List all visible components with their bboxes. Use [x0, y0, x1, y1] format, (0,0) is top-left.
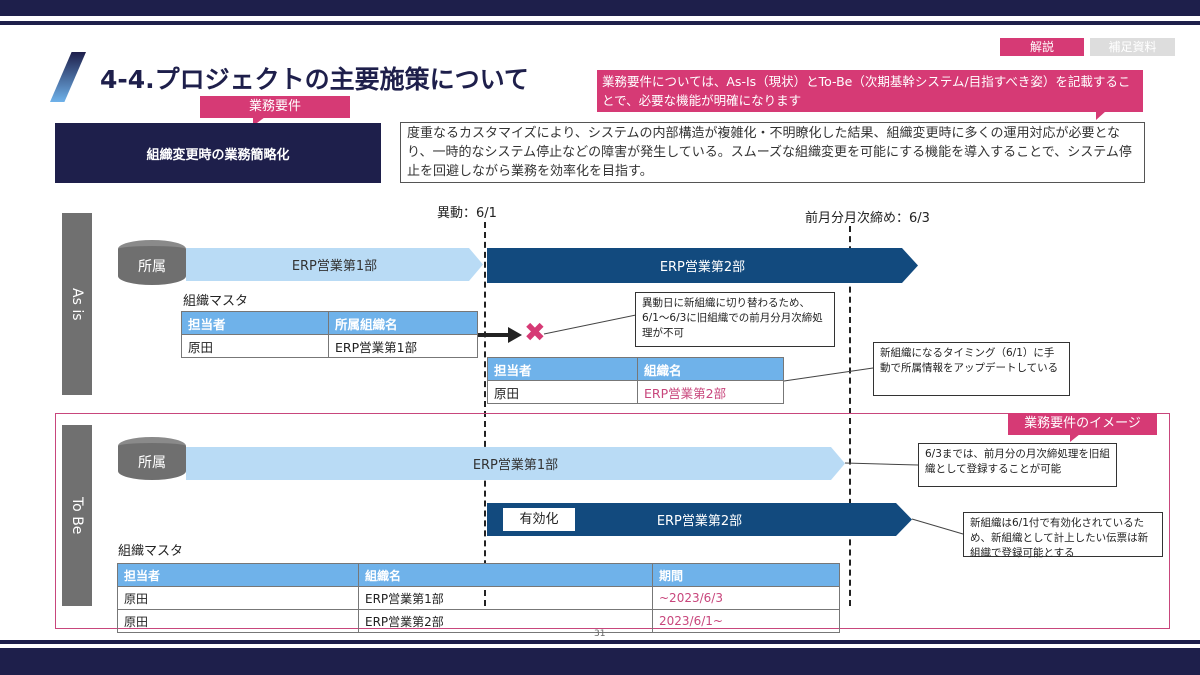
top-callout: 業務要件については、As-Is（現状）とTo-Be（次期基幹システム/目指すべき…	[597, 70, 1143, 112]
top-callout-pointer	[1096, 111, 1106, 120]
asis-arrow-dept2: ERP営業第2部	[487, 248, 918, 283]
bottom-bar	[0, 648, 1200, 675]
tobe-note-2: 新組織は6/1付で有効化されているため、新組織として計上したい伝票は新組織で登録…	[963, 512, 1163, 559]
tobe-master-label: 組織マスタ	[118, 544, 184, 559]
top-line	[0, 21, 1200, 25]
col-header: 担当者	[181, 311, 329, 335]
asis-note-2: 新組織になるタイミング（6/1）に手動で所属情報をアップデートしている	[873, 342, 1070, 396]
tobe-label: To Be	[62, 425, 92, 606]
requirement-tag: 業務要件	[200, 96, 350, 118]
error-x-icon: ✖	[524, 318, 546, 348]
transition-arrow	[478, 333, 510, 337]
bottom-line	[0, 640, 1200, 644]
col-header: 担当者	[487, 357, 638, 381]
col-header: 所属組織名	[328, 311, 478, 335]
col-header: 期間	[652, 563, 840, 587]
cell: ERP営業第2部	[358, 609, 653, 633]
requirement-title-box: 組織変更時の業務簡略化	[55, 123, 381, 183]
tobe-tag-pointer	[1070, 434, 1080, 442]
page-number: 31	[594, 629, 606, 639]
supplement-button[interactable]: 補足資料	[1090, 38, 1175, 56]
asis-label: As is	[62, 213, 92, 395]
cell: ERP営業第1部	[328, 334, 478, 358]
tobe-arrow-dept1: ERP営業第1部	[186, 447, 845, 480]
asis-note-1: 異動日に新組織に切り替わるため、6/1〜6/3に旧組織での前月分月次締処理が不可	[635, 292, 835, 347]
asis-master-label: 組織マスタ	[183, 294, 249, 309]
cell: 原田	[117, 609, 359, 633]
cell: 原田	[181, 334, 329, 358]
cell: ERP営業第2部	[637, 380, 784, 404]
cell: ~2023/6/3	[652, 586, 840, 610]
cell: 原田	[487, 380, 638, 404]
page-title: 4-4.プロジェクトの主要施策について	[100, 65, 529, 94]
cell: 2023/6/1~	[652, 609, 840, 633]
dashed-line-6-3	[849, 226, 851, 606]
cell: ERP営業第1部	[358, 586, 653, 610]
col-header: 組織名	[637, 357, 784, 381]
top-bar	[0, 0, 1200, 16]
description-box: 度重なるカスタマイズにより、システムの内部構造が複雑化・不明瞭化した結果、組織変…	[400, 122, 1145, 183]
date-label-6-3: 前月分月次締め：6/3	[805, 211, 930, 226]
tobe-cylinder: 所属	[118, 437, 186, 480]
requirement-tag-pointer	[253, 117, 265, 126]
enabled-badge: 有効化	[503, 508, 575, 531]
cell: 原田	[117, 586, 359, 610]
col-header: 担当者	[117, 563, 359, 587]
col-header: 組織名	[358, 563, 653, 587]
tobe-note-1: 6/3までは、前月分の月次締処理を旧組織として登録することが可能	[918, 443, 1117, 487]
explain-button[interactable]: 解説	[1000, 38, 1084, 56]
asis-cylinder: 所属	[118, 240, 186, 285]
tobe-image-tag: 業務要件のイメージ	[1008, 413, 1157, 435]
asis-arrow-dept1: ERP営業第1部	[186, 248, 483, 281]
dashed-line-6-1	[484, 222, 486, 606]
date-label-6-1: 異動：6/1	[437, 206, 497, 221]
